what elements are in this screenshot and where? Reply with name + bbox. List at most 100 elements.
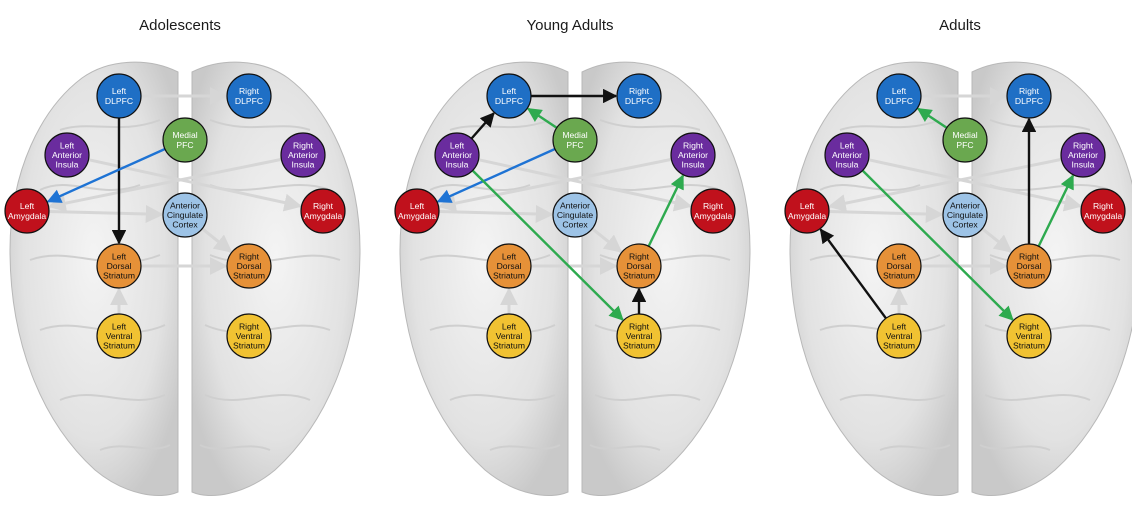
region-label-line: Dorsal (237, 261, 262, 271)
region-label-line: PFC (566, 140, 583, 150)
region-label-line: Insula (292, 160, 315, 170)
region-label-line: Amygdala (788, 211, 826, 221)
panel-young-adults: Young AdultsLeftDLPFC RightDLPFC MedialPFC… (395, 17, 750, 496)
region-label-line: Right (629, 251, 650, 261)
region-label-line: Ventral (886, 331, 913, 341)
region-label-line: Left (112, 321, 127, 331)
region-node-right-dlpfc: RightDLPFC (1007, 74, 1051, 118)
region-label-line: DLPFC (885, 96, 913, 106)
region-node-left-amygdala: LeftAmygdala (785, 189, 829, 233)
region-label-line: Anterior (678, 150, 708, 160)
region-label-line: Striatum (623, 271, 655, 281)
region-node-right-amygdala: RightAmygdala (301, 189, 345, 233)
region-label-line: Right (313, 201, 334, 211)
region-label-line: Insula (1072, 160, 1095, 170)
region-label-line: Left (892, 86, 907, 96)
region-label-line: Amygdala (8, 211, 46, 221)
region-label-line: Right (1019, 321, 1040, 331)
region-label-line: Ventral (496, 331, 523, 341)
region-label-line: Striatum (233, 271, 265, 281)
region-label-line: Left (840, 140, 855, 150)
region-label-line: Insula (446, 160, 469, 170)
region-label-line: PFC (176, 140, 193, 150)
region-label-line: Right (239, 86, 260, 96)
region-label-line: Ventral (106, 331, 133, 341)
region-node-right-dorsal-striatum: RightDorsalStriatum (1007, 244, 1051, 288)
region-label-line: Insula (56, 160, 79, 170)
panel-adults: AdultsLeftDLPFCRightDLPFCMedialPFCLeftAn… (785, 17, 1132, 496)
region-label-line: Cortex (952, 220, 978, 230)
region-label-line: Right (1019, 251, 1040, 261)
region-label-line: Left (502, 321, 517, 331)
panel-title: Adolescents (139, 17, 221, 34)
region-node-medial-pfc: MedialPFC (943, 118, 987, 162)
region-label-line: Striatum (623, 341, 655, 351)
region-label-line: Amygdala (694, 211, 732, 221)
region-label-line: Right (629, 321, 650, 331)
region-label-line: Right (683, 140, 704, 150)
region-node-anterior-cingulate-cortex: AnteriorCingulateCortex (943, 193, 987, 237)
region-label-line: Right (239, 251, 260, 261)
region-node-left-ventral-striatum: LeftVentralStriatum (97, 314, 141, 358)
region-label-line: Medial (172, 130, 197, 140)
region-label-line: DLPFC (105, 96, 133, 106)
region-label-line: Ventral (626, 331, 653, 341)
region-label-line: Left (20, 201, 35, 211)
region-label-line: Striatum (1013, 271, 1045, 281)
region-node-left-amygdala: LeftAmygdala (5, 189, 49, 233)
region-node-right-anterior-insula: RightAnteriorInsula (281, 133, 325, 177)
region-label-line: Anterior (950, 200, 980, 210)
region-label-line: Striatum (103, 271, 135, 281)
region-label-line: Anterior (832, 150, 862, 160)
region-label-line: Striatum (103, 341, 135, 351)
region-node-left-anterior-insula: LeftAnteriorInsula (435, 133, 479, 177)
region-label-line: Ventral (236, 331, 263, 341)
region-label-line: Anterior (170, 200, 200, 210)
region-label-line: Striatum (883, 341, 915, 351)
region-label-line: Left (112, 251, 127, 261)
panel-title: Adults (939, 17, 981, 34)
region-label-line: Cortex (172, 220, 198, 230)
region-node-left-ventral-striatum: LeftVentralStriatum (877, 314, 921, 358)
region-node-right-dlpfc: RightDLPFC (617, 74, 661, 118)
region-node-right-dorsal-striatum: RightDorsalStriatum (227, 244, 271, 288)
region-label-line: Striatum (1013, 341, 1045, 351)
region-label-line: Left (60, 140, 75, 150)
region-label-line: Amygdala (1084, 211, 1122, 221)
region-label-line: Left (502, 251, 517, 261)
region-label-line: Anterior (442, 150, 472, 160)
region-label-line: Left (410, 201, 425, 211)
region-label-line: Anterior (288, 150, 318, 160)
region-label-line: Left (892, 251, 907, 261)
region-node-right-dorsal-striatum: RightDorsalStriatum (617, 244, 661, 288)
region-label-line: Dorsal (1017, 261, 1042, 271)
region-node-anterior-cingulate-cortex: AnteriorCingulateCortex (163, 193, 207, 237)
region-label-line: Striatum (233, 341, 265, 351)
region-label-line: Medial (562, 130, 587, 140)
region-label-line: Striatum (493, 341, 525, 351)
region-label-line: Dorsal (107, 261, 132, 271)
region-node-right-anterior-insula: RightAnteriorInsula (671, 133, 715, 177)
region-label-line: Amygdala (398, 211, 436, 221)
panel-title: Young Adults (526, 17, 613, 34)
region-label-line: Amygdala (304, 211, 342, 221)
region-label-line: Dorsal (627, 261, 652, 271)
region-label-line: Striatum (493, 271, 525, 281)
region-node-right-ventral-striatum: RightVentralStriatum (617, 314, 661, 358)
region-label-line: Left (450, 140, 465, 150)
region-label-line: Insula (836, 160, 859, 170)
region-label-line: Right (239, 321, 260, 331)
region-label-line: Anterior (52, 150, 82, 160)
region-label-line: Left (112, 86, 127, 96)
region-label-line: Dorsal (497, 261, 522, 271)
region-label-line: Right (1019, 86, 1040, 96)
region-label-line: Anterior (1068, 150, 1098, 160)
